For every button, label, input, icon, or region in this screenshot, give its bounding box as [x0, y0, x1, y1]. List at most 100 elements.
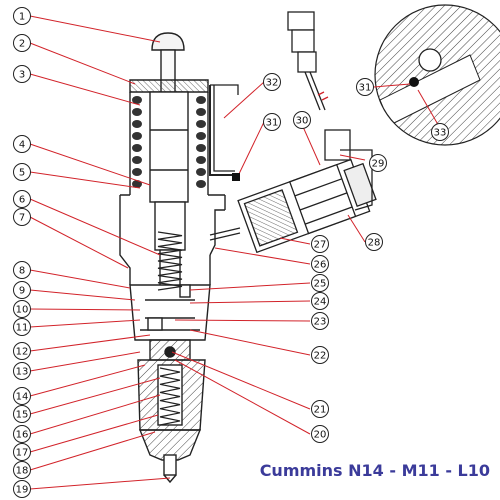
callout-circle	[13, 342, 31, 360]
callout-11: 11	[13, 318, 31, 336]
spring-coil	[132, 96, 142, 104]
callout-number: 12	[16, 347, 29, 358]
spring-coil	[196, 156, 206, 164]
callout-number: 10	[16, 305, 29, 316]
callout-3: 3	[13, 65, 31, 83]
callout-6: 6	[13, 190, 31, 208]
spring-coil	[196, 108, 206, 116]
callout-circle	[13, 34, 31, 52]
callout-32: 32	[263, 73, 281, 91]
spring-coil	[196, 96, 206, 104]
callout-circle	[293, 111, 311, 129]
callout-number: 15	[16, 410, 29, 421]
callout-circle	[365, 233, 383, 251]
callout-10: 10	[13, 300, 31, 318]
callout-circle	[13, 65, 31, 83]
solenoid-body	[237, 158, 377, 254]
callout-number: 13	[16, 367, 29, 378]
callout-number: 5	[19, 168, 25, 179]
callout-17: 17	[13, 443, 31, 461]
callout-circle	[13, 480, 31, 498]
callout-circle	[13, 318, 31, 336]
spring-coil	[196, 144, 206, 152]
outer-spring	[132, 96, 206, 188]
callout-number: 33	[434, 128, 447, 139]
callout-9: 9	[13, 281, 31, 299]
callout-14: 14	[13, 387, 31, 405]
callout-number: 11	[16, 323, 29, 334]
callout-number: 27	[314, 240, 327, 251]
callout-31-b: 31	[356, 78, 374, 96]
callout-12: 12	[13, 342, 31, 360]
callout-number: 29	[372, 159, 385, 170]
spring-coil	[132, 180, 142, 188]
callout-circle	[311, 425, 329, 443]
callout-circle	[311, 255, 329, 273]
callout-circle	[356, 78, 374, 96]
callout-circle	[13, 362, 31, 380]
callout-number: 26	[314, 260, 327, 271]
callout-number: 24	[314, 297, 327, 308]
callout-circle	[13, 261, 31, 279]
callout-16: 16	[13, 425, 31, 443]
callout-number: 19	[16, 485, 29, 496]
callout-circle	[13, 443, 31, 461]
spring-zigzag	[159, 367, 181, 426]
callout-29: 29	[369, 154, 387, 172]
callout-number: 31	[359, 83, 372, 94]
callout-22: 22	[311, 346, 329, 364]
callout-circle	[13, 163, 31, 181]
caption: Cummins N14 - M11 - L10	[259, 461, 490, 480]
callout-number: 17	[16, 448, 29, 459]
callout-5: 5	[13, 163, 31, 181]
callout-8: 8	[13, 261, 31, 279]
callout-circle	[311, 346, 329, 364]
callout-number: 9	[19, 286, 25, 297]
spring-coil	[132, 168, 142, 176]
callouts: 1234567891011121314151617181920212223242…	[13, 7, 449, 498]
needle-spring	[159, 367, 181, 426]
callout-number: 4	[19, 140, 25, 151]
callout-1: 1	[13, 7, 31, 25]
callout-circle	[13, 300, 31, 318]
callout-7: 7	[13, 208, 31, 226]
callout-31: 31	[263, 113, 281, 131]
callout-number: 14	[16, 392, 29, 403]
callout-30: 30	[293, 111, 311, 129]
callout-circle	[13, 208, 31, 226]
callout-circle	[13, 387, 31, 405]
spring-coil	[196, 132, 206, 140]
callout-26: 26	[311, 255, 329, 273]
callout-number: 20	[314, 430, 327, 441]
nozzle-tip	[163, 454, 177, 476]
spring-retainer	[129, 79, 209, 93]
callout-circle	[431, 123, 449, 141]
spring-coil	[196, 180, 206, 188]
callout-number: 31	[266, 118, 279, 129]
body-shoulder	[119, 195, 226, 285]
callout-circle	[311, 312, 329, 330]
callout-number: 18	[16, 466, 29, 477]
callout-25: 25	[311, 274, 329, 292]
callout-circle	[13, 405, 31, 423]
spring-zigzag	[157, 231, 183, 291]
spring-coil	[132, 132, 142, 140]
spring-coil	[132, 120, 142, 128]
callout-circle	[311, 274, 329, 292]
spring-coil	[132, 144, 142, 152]
callout-circle	[13, 281, 31, 299]
callout-circle	[13, 135, 31, 153]
callout-circle	[263, 113, 281, 131]
callout-20: 20	[311, 425, 329, 443]
spring-coil	[196, 120, 206, 128]
callout-18: 18	[13, 461, 31, 479]
callout-23: 23	[311, 312, 329, 330]
spring-coil	[196, 168, 206, 176]
seal-mark	[232, 173, 240, 181]
detail-inset	[374, 4, 500, 146]
callout-number: 22	[314, 351, 327, 362]
callout-33: 33	[431, 123, 449, 141]
callout-4: 4	[13, 135, 31, 153]
